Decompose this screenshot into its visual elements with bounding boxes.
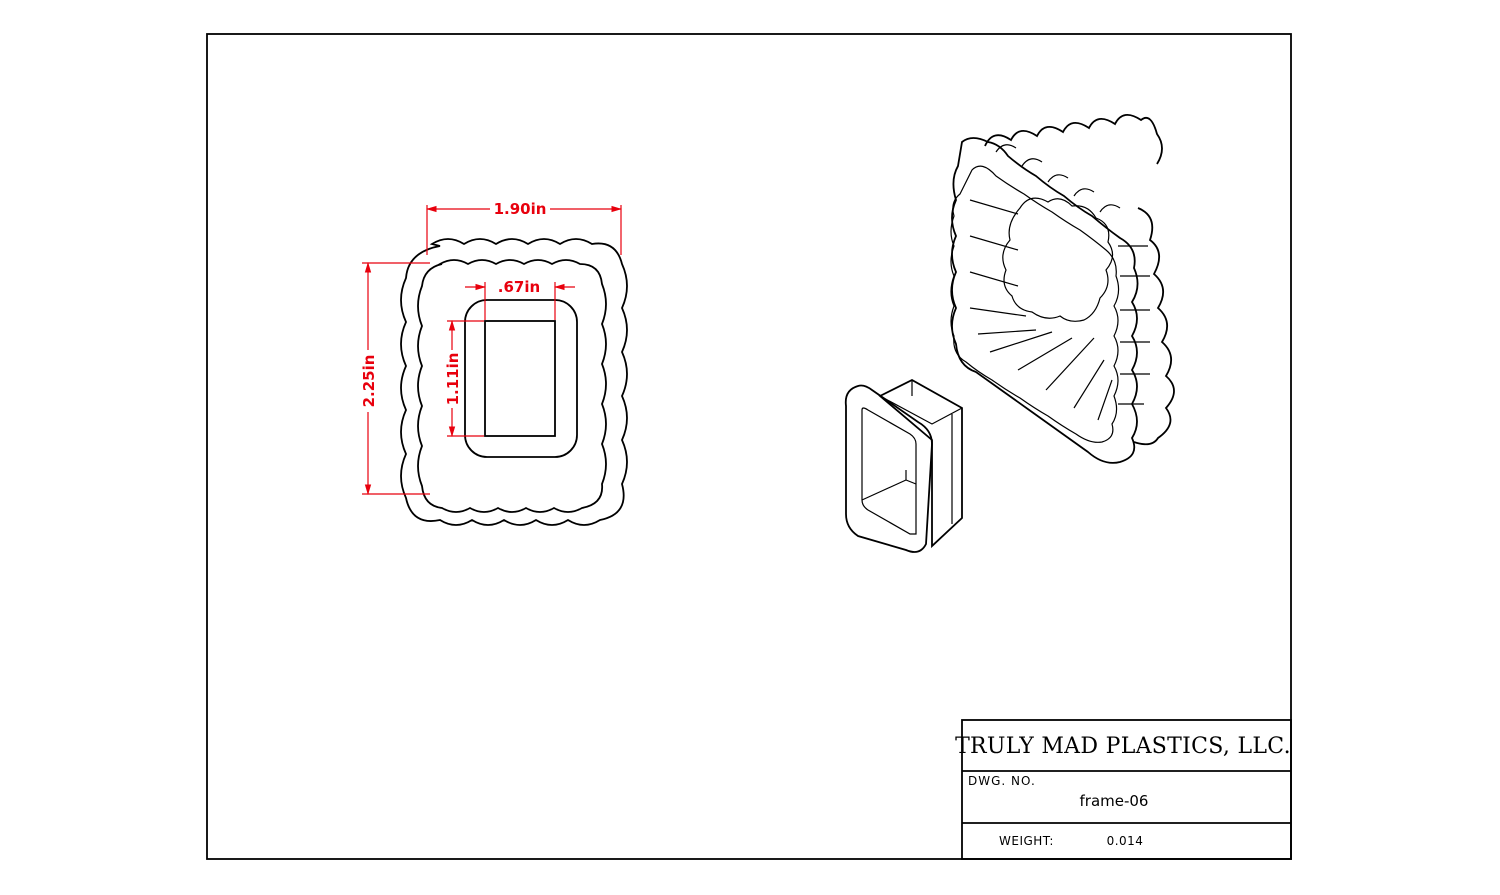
front-view	[400, 238, 628, 526]
dimension-outer-height: 2.25in	[360, 355, 378, 408]
inner-scalloped-outline	[417, 259, 607, 513]
title-block: TRULY MAD PLASTICS, LLC. DWG. NO. frame-…	[955, 719, 1292, 860]
sheet-border	[206, 33, 1292, 860]
company-name: TRULY MAD PLASTICS, LLC.	[955, 734, 1291, 759]
isometric-cutter-view	[950, 114, 1175, 464]
stamp-frame-outer	[844, 384, 933, 553]
window-opening	[484, 320, 556, 437]
dimensions: 1.90in .67in 2.25in 1.11in	[360, 200, 623, 496]
outer-scalloped-outline	[400, 238, 628, 526]
dimension-inner-width: .67in	[498, 278, 540, 296]
weight-value: 0.014	[1107, 834, 1144, 848]
stamp-frame-inner	[861, 407, 917, 535]
cutter-outer-outline	[951, 137, 1139, 464]
weight-label: WEIGHT:	[999, 834, 1054, 848]
isometric-stamp-view	[844, 378, 963, 553]
inner-rounded-frame	[464, 299, 578, 458]
dimension-outer-width: 1.90in	[494, 200, 547, 218]
dwg-no-value: frame-06	[1080, 792, 1149, 810]
dwg-no-label: DWG. NO.	[968, 774, 1036, 788]
dimension-inner-height: 1.11in	[444, 353, 462, 406]
